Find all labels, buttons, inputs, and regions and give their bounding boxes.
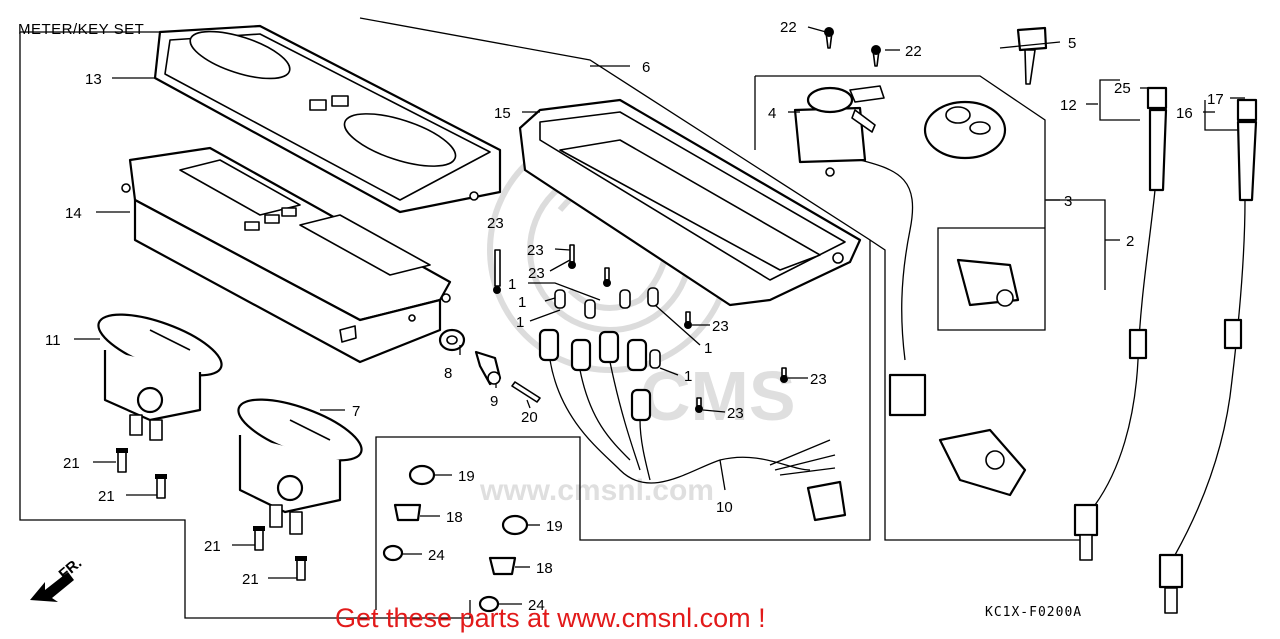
- bulbs-1: [554, 287, 661, 369]
- callout-10: 10: [716, 499, 733, 516]
- callout-21-c: 21: [204, 538, 221, 555]
- callout-25: 25: [1114, 80, 1131, 97]
- callout-21-d: 21: [242, 571, 259, 588]
- callout-labels: 13 14 11 7 6 15 4 5 22 22 3 2 12 25 16 1…: [45, 19, 1224, 614]
- part-11-speedometer: [97, 313, 223, 441]
- callout-15: 15: [494, 105, 511, 122]
- part-13-meter-cover: [153, 24, 502, 214]
- part-8-grommet: [438, 328, 466, 352]
- part-20-screw: [511, 381, 541, 403]
- callout-24-a: 24: [428, 547, 445, 564]
- part-3-switch-cover: [923, 100, 1027, 497]
- callout-1-c: 1: [516, 314, 524, 331]
- callout-21-a: 21: [63, 455, 80, 472]
- callout-16: 16: [1176, 105, 1193, 122]
- callout-2: 2: [1126, 233, 1134, 250]
- callout-19-a: 19: [458, 468, 475, 485]
- callout-1-d: 1: [704, 340, 712, 357]
- part-14-meter-case: [121, 146, 452, 364]
- callout-21-b: 21: [98, 488, 115, 505]
- callout-24-b: 24: [528, 597, 545, 614]
- part-7-tachometer: [237, 398, 363, 535]
- callout-1-e: 1: [684, 368, 692, 385]
- callout-3: 3: [1064, 193, 1072, 210]
- callout-14: 14: [65, 205, 82, 222]
- callout-20: 20: [521, 409, 538, 426]
- callout-18-a: 18: [446, 509, 463, 526]
- callout-18-b: 18: [536, 560, 553, 577]
- callout-23-b: 23: [527, 242, 544, 259]
- callout-11: 11: [45, 332, 61, 349]
- callout-22-right: 22: [905, 43, 922, 60]
- watermark-url: www.cmsnl.com: [479, 474, 714, 507]
- speedometer-cable-12: [1073, 86, 1168, 561]
- callout-13: 13: [85, 71, 102, 88]
- parts-19-18-24: [382, 464, 529, 613]
- part-10-wire-harness: [538, 328, 847, 522]
- diagram-title: METER/KEY SET: [18, 21, 144, 38]
- screws-21: [116, 448, 307, 581]
- tachometer-cable-16: [1158, 98, 1258, 614]
- part-15-meter-base: [518, 98, 862, 307]
- screws-22: [824, 27, 881, 67]
- front-direction-arrow: FR.: [30, 555, 85, 602]
- callout-9: 9: [490, 393, 498, 410]
- callout-4: 4: [768, 105, 776, 122]
- callout-5: 5: [1068, 35, 1076, 52]
- assembly-border-lines: [19, 17, 1240, 619]
- callout-22-top: 22: [780, 19, 797, 36]
- screws-23: [493, 244, 788, 413]
- callout-6: 6: [642, 59, 650, 76]
- callout-23-d: 23: [712, 318, 729, 335]
- callout-23-e: 23: [810, 371, 827, 388]
- part-4-ignition-switch: [793, 85, 927, 417]
- callout-8: 8: [444, 365, 452, 382]
- callout-12: 12: [1060, 97, 1077, 114]
- diagram-code: KC1X-F0200A: [985, 605, 1082, 620]
- callout-7: 7: [352, 403, 360, 420]
- part-9-cable-fitting: [474, 350, 502, 386]
- callout-17: 17: [1207, 91, 1224, 108]
- callout-1-b: 1: [518, 294, 526, 311]
- callout-23-c: 23: [528, 265, 545, 282]
- callout-23-a: 23: [487, 215, 504, 232]
- callout-1-a: 1: [508, 276, 516, 293]
- callout-23-f: 23: [727, 405, 744, 422]
- part-5-key: [1016, 26, 1048, 85]
- leader-lines: [74, 26, 1245, 605]
- promo-text: Get these parts at www.cmsnl.com !: [335, 603, 766, 633]
- callout-19-b: 19: [546, 518, 563, 535]
